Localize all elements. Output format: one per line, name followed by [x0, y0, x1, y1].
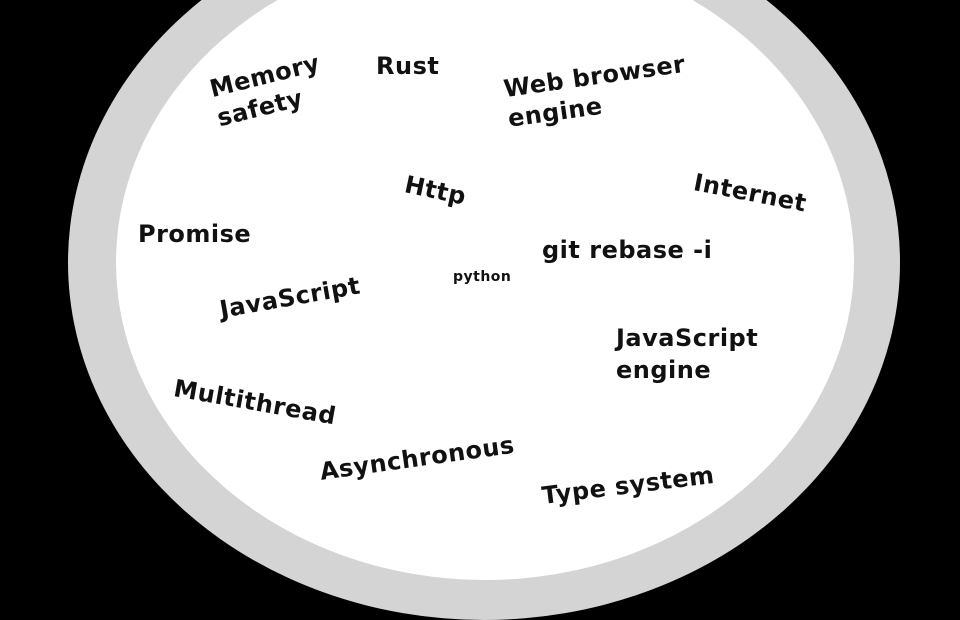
word-git-rebase: git rebase -i	[542, 236, 713, 264]
word-javascript-engine: JavaScript engine	[616, 324, 759, 384]
word-promise: Promise	[138, 220, 252, 248]
word-rust: Rust	[376, 52, 440, 80]
inner-white-oval	[116, 0, 854, 580]
word-python: python	[453, 269, 512, 285]
